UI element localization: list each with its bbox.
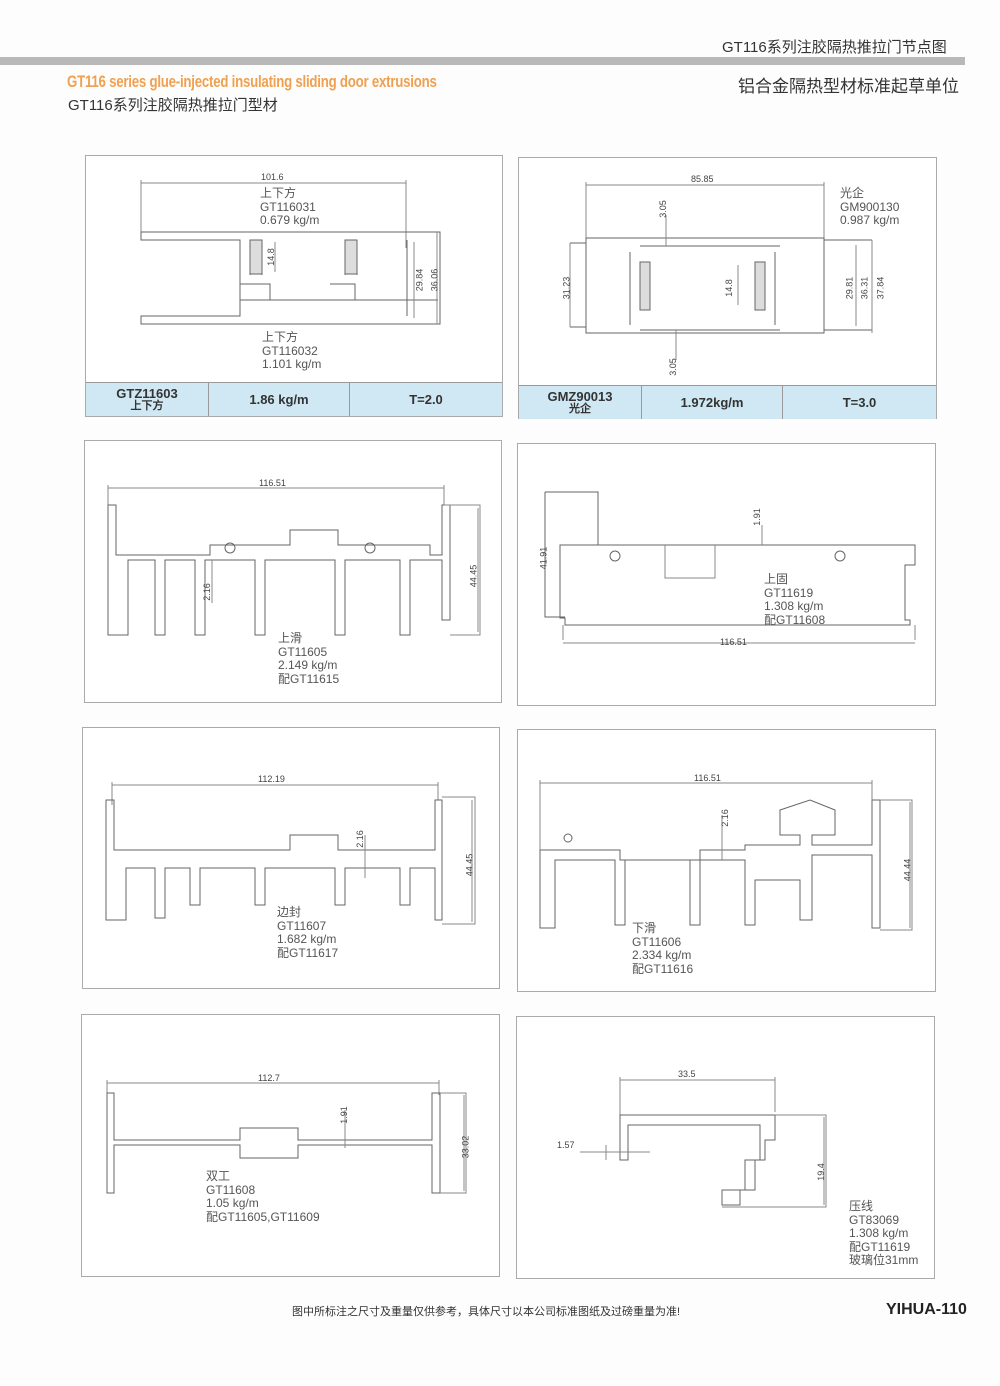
profile-drawing-gt11607 [105,782,476,925]
dimension-label: 36.31 [859,276,870,300]
chinese-title: GT116系列注胶隔热推拉门型材 [68,97,278,114]
dimension-label: 85.85 [691,174,714,184]
dimension-label: 37.84 [875,276,886,300]
dimension-label: 44.44 [902,858,913,882]
footer-note: 图中所标注之尺寸及重量仅供参考，具体尺寸以本公司标准图纸及过磅重量为准! [292,1306,681,1318]
profile-drawing-gtz11603 [140,180,441,325]
dimension-label: 19.4 [815,1163,826,1181]
dimension-label: 112.19 [258,774,285,784]
dimension-label: 1.91 [751,508,762,526]
dimension-label: 116.51 [694,773,721,783]
category-title: 铝合金隔热型材标准起草单位 [738,77,959,96]
profile-thickness: T=3.0 [842,395,877,410]
profile-weight: 1.86 kg/m [249,392,309,407]
dimension-label: 14.8 [265,248,276,266]
profile-drawing-gt83069 [580,1077,827,1208]
profile-drawing-gt11605 [107,485,481,636]
series-title: GT116系列注胶隔热推拉门节点图 [722,39,947,56]
dimension-label: 1.91 [338,1106,349,1124]
profile-weight: 1.972kg/m [680,395,744,410]
profile-label-gm900130: 光企 GM900130 0.987 kg/m [840,186,900,227]
profile-name: 上下方 [130,399,164,412]
dimension-label: 33.02 [460,1135,471,1159]
dimension-label: 1.57 [557,1140,575,1150]
dimension-label: 29.81 [844,276,855,300]
profile-panel-2 [518,157,937,419]
dimension-label: 2.16 [719,809,730,827]
profile-label-gt11606: 下滑 GT11606 2.334 kg/m 配GT11616 [632,921,694,976]
dimension-label: 2.16 [354,830,365,848]
profile-panel-3 [84,440,502,703]
dimension-label: 33.5 [678,1069,696,1079]
profile-label-gt11605: 上滑 GT11605 2.149 kg/m 配GT11615 [278,631,340,686]
profile-drawing-gt11608 [106,1080,467,1194]
profile-panel-5 [82,727,500,989]
dimension-label: 112.7 [258,1073,280,1083]
profile-label-gt11607: 边封 GT11607 1.682 kg/m 配GT11617 [277,905,339,960]
profile-label-gt11608: 双工 GT11608 1.05 kg/m 配GT11605,GT11609 [206,1169,320,1224]
dimension-label: 44.45 [464,853,475,877]
dimension-label: 3.05 [657,200,668,218]
profile-drawing-gt11606 [539,780,913,931]
dimension-label: 31.23 [561,276,572,300]
profile-panel-4 [517,443,936,706]
profile-code: GTZ11603 [116,385,178,401]
profile-label-gt83069: 压线 GT83069 1.308 kg/m 配GT11619 玻璃位31mm [849,1199,919,1267]
profile-drawing-gmz90013 [569,182,873,360]
dimension-label: 14.8 [723,279,734,297]
profile-thickness: T=2.0 [409,392,443,407]
english-title: GT116 series glue-injected insulating sl… [67,72,437,91]
dimension-label: 116.51 [720,637,747,647]
header-band [0,57,965,65]
profile-label-gt11619: 上固 GT11619 1.308 kg/m 配GT11608 [764,572,826,627]
dimension-label: 36.06 [429,268,440,292]
profile-code: GMZ90013 [547,388,613,404]
dimension-label: 116.51 [259,478,286,488]
dimension-label: 101.6 [261,172,284,182]
dimension-label: 2.16 [201,583,212,601]
dimension-label: 41.91 [538,546,549,570]
profile-name: 光企 [569,402,591,415]
page-number: YIHUA-110 [886,1301,967,1318]
dimension-label: 44.45 [468,564,479,588]
profile-panel-1 [85,155,503,417]
profile-drawing-gt11619 [544,491,916,644]
dimension-label: 3.05 [667,358,678,376]
profile-label-gt116031: 上下方 GT116031 0.679 kg/m [260,186,320,227]
profile-label-gt116032: 上下方 GT116032 1.101 kg/m [262,330,322,371]
profile-panel-8 [516,1016,935,1279]
dimension-label: 29.84 [414,268,425,292]
